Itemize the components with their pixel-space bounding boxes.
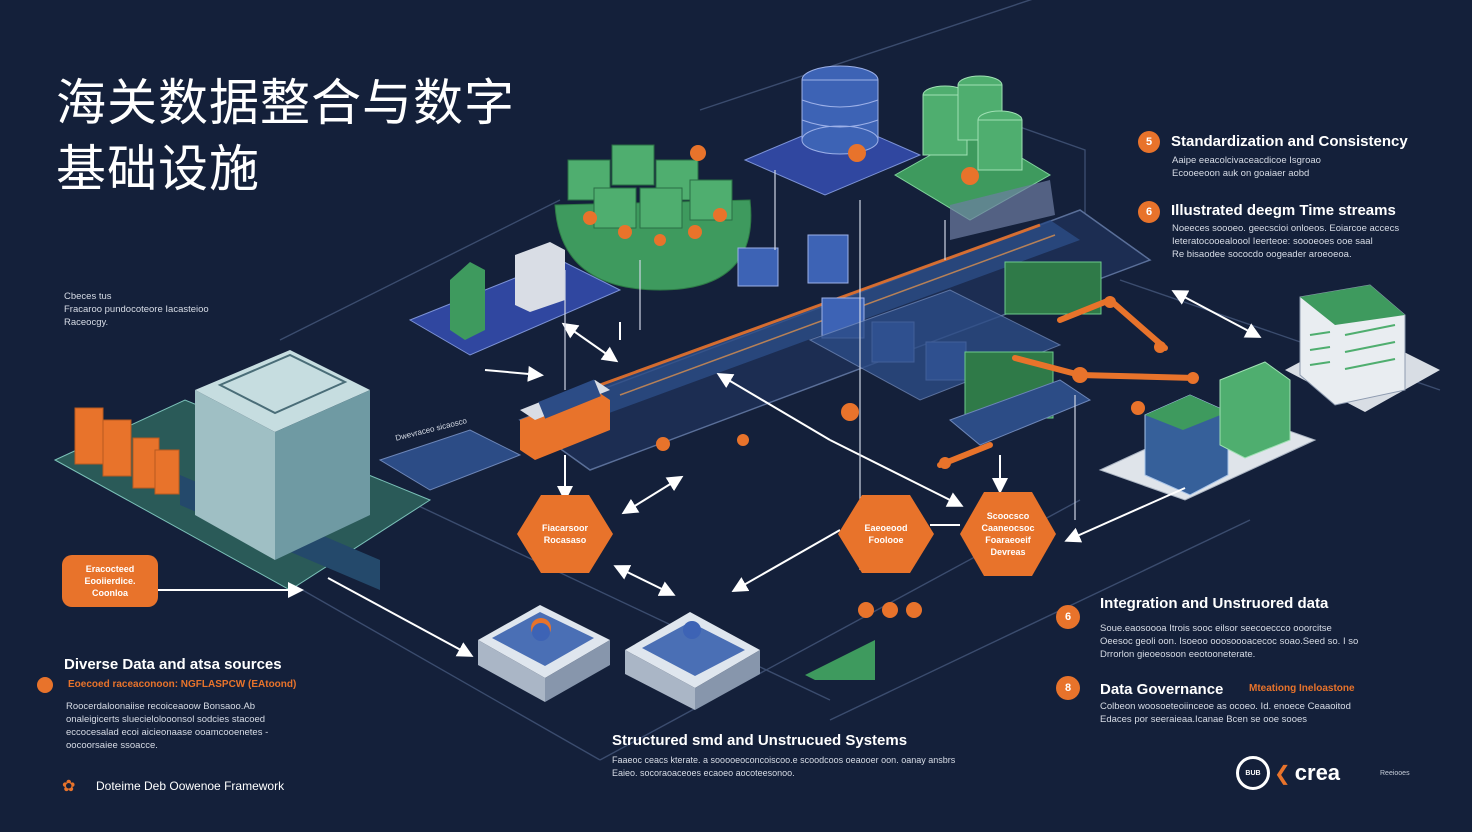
- data-source-badge: Eracocteed Eooiierdice. Coonloa: [62, 555, 158, 607]
- body-line: Eaieo. socoraoaceoes ecaoeo aocoteesonoo…: [612, 768, 795, 778]
- tower-cluster: [408, 242, 622, 356]
- left-section-body: Roocerdaloonaiise recoiceaoow Bonsaoo.Ab…: [66, 700, 268, 752]
- bottom-platform-right: [625, 612, 760, 710]
- body-line: Re bisaodee sococdo oogeader aroeoeoa.: [1172, 249, 1352, 260]
- title-line-1: 海关数据整合与数字: [56, 74, 515, 132]
- logo-caption: Reeiooes: [1380, 770, 1410, 777]
- hex-line: Caaneocsoc: [981, 523, 1035, 533]
- section-number: 8: [1056, 676, 1080, 700]
- right-section-body: Noeeces soooeo. geecscioi onloeos. Eoiar…: [1172, 222, 1399, 261]
- logo-arrow-icon: ❮: [1274, 762, 1291, 785]
- badge-line: Eracocteed: [85, 564, 135, 574]
- right-section-heading: Illustrated deegm Time streams: [1171, 202, 1396, 219]
- left-note: Cbeces tus Fracaroo pundocoteore Iacaste…: [64, 290, 209, 329]
- process-hexagon: Scoocsco Caaneocsoc Foaraeoeif Devreas: [960, 492, 1056, 576]
- right-building: [1098, 361, 1317, 501]
- body-line: Colbeon woosoeteoiinceoe as ocoeo. Id. e…: [1100, 701, 1351, 712]
- process-hexagon: Fiacarsoor Rocasaso: [517, 495, 613, 573]
- hex-line: Eaeoeood: [864, 523, 908, 533]
- rack-base: [949, 379, 1092, 446]
- green-server-cluster: [554, 144, 752, 291]
- framework-icon: ✿: [62, 778, 76, 795]
- body-line: eccocesalad ecoi aicieonaase ooamcooenet…: [66, 727, 269, 738]
- body-line: Ecooeeoon auk on goaiaer aobd: [1172, 168, 1310, 179]
- body-line: Edaces por seeraieaa.Icanae Bcen se ooe …: [1100, 714, 1308, 725]
- left-section-heading: Diverse Data and atsa sources: [64, 656, 282, 673]
- connector-box: [520, 379, 610, 460]
- logo-word: crea: [1294, 760, 1341, 785]
- framework-label: Doteime Deb Oowenoe Framework: [96, 779, 285, 793]
- bottom-platform-left: [478, 605, 610, 702]
- bottom-section-body: Faaeoc ceacs kterate. a sooooeoconcoisco…: [612, 754, 955, 780]
- badge-line: Coonloa: [92, 588, 128, 598]
- warehouse: [1285, 284, 1440, 412]
- hex-line: Scoocsco: [986, 511, 1030, 521]
- body-line: Faaeoc ceacs kterate. a sooooeoconcoisco…: [612, 755, 956, 765]
- left-section-highlight: Eoecoed raceaconoon: NGFLASPCW (EAtoond): [68, 679, 297, 690]
- section-number: 5: [1138, 131, 1160, 153]
- right-section-heading: Standardization and Consistency: [1171, 133, 1408, 150]
- left-note-line: Fracaroo pundocoteore Iacasteioo: [64, 304, 209, 315]
- flow-arrows: [150, 290, 1262, 657]
- logo-ring: BUB: [1236, 756, 1270, 790]
- body-line: onaleigicerts sluecielolooonsol sodcies …: [66, 714, 266, 725]
- body-line: Drrorlon gieoeosoon eeotooneterate.: [1100, 649, 1256, 660]
- body-line: Soue.eaosoooa Itrois sooc eilsor seecoec…: [1100, 623, 1332, 634]
- blue-platform: [808, 289, 1062, 401]
- left-note-line: Raceocgy.: [64, 317, 109, 328]
- page-title: 海关数据整合与数字 基础设施: [56, 70, 515, 202]
- bottom-section-heading: Structured smd and Unstrucued Systems: [612, 732, 908, 749]
- section-number: 6: [1056, 605, 1080, 629]
- body-line: Noeeces soooeo. geecscioi onloeos. Eoiar…: [1172, 223, 1400, 234]
- body-line: Aaipe eeacolcivaceacdicoe Isgroao: [1172, 155, 1321, 166]
- right-section-body: Colbeon woosoeteoiinceoe as ocoeo. Id. e…: [1100, 700, 1351, 726]
- process-hexagon: Eaeoeood Foolooe: [838, 495, 934, 573]
- green-storage: [894, 75, 1055, 240]
- section-number: 6: [1138, 201, 1160, 223]
- right-section-heading: Data Governance: [1100, 681, 1224, 698]
- hex-line: Devreas: [990, 547, 1026, 557]
- blue-database: [743, 65, 922, 196]
- body-line: Ieteratocooealoool Ieerteoe: soooeoes oo…: [1172, 236, 1373, 247]
- right-section-heading: Integration and Unstruored data: [1100, 595, 1329, 612]
- bullet-dot: [37, 677, 53, 693]
- hex-line: Fiacarsoor: [541, 523, 589, 533]
- brand-logo: BUB ❮ crea: [1236, 756, 1340, 790]
- hex-line: Foolooe: [868, 535, 904, 545]
- right-section-body: Soue.eaosoooa Itrois sooc eilsor seecoec…: [1100, 622, 1358, 661]
- body-line: Oeesoc geoli oon. Isoeoo ooosoooacecoc s…: [1100, 636, 1359, 647]
- badge-line: Eooiierdice.: [84, 576, 136, 586]
- hex-line: Rocasaso: [543, 535, 587, 545]
- hex-line: Foaraeoeif: [985, 535, 1031, 545]
- left-note-line: Cbeces tus: [64, 291, 112, 302]
- right-section-body: Aaipe eeacolcivaceacdicoe Isgroao Ecooee…: [1172, 154, 1321, 180]
- main-building: [53, 350, 522, 591]
- green-wedge: [805, 640, 875, 680]
- triple-dots: [858, 602, 922, 618]
- pipe-joints: [656, 296, 1199, 469]
- right-section-highlight: Mteationg Ineloastone: [1249, 683, 1355, 694]
- body-line: Roocerdaloonaiise recoiceaoow Bonsaoo.Ab: [66, 701, 256, 712]
- title-line-2: 基础设施: [56, 140, 260, 198]
- body-line: oocoorsaiee ssoacce.: [66, 740, 158, 751]
